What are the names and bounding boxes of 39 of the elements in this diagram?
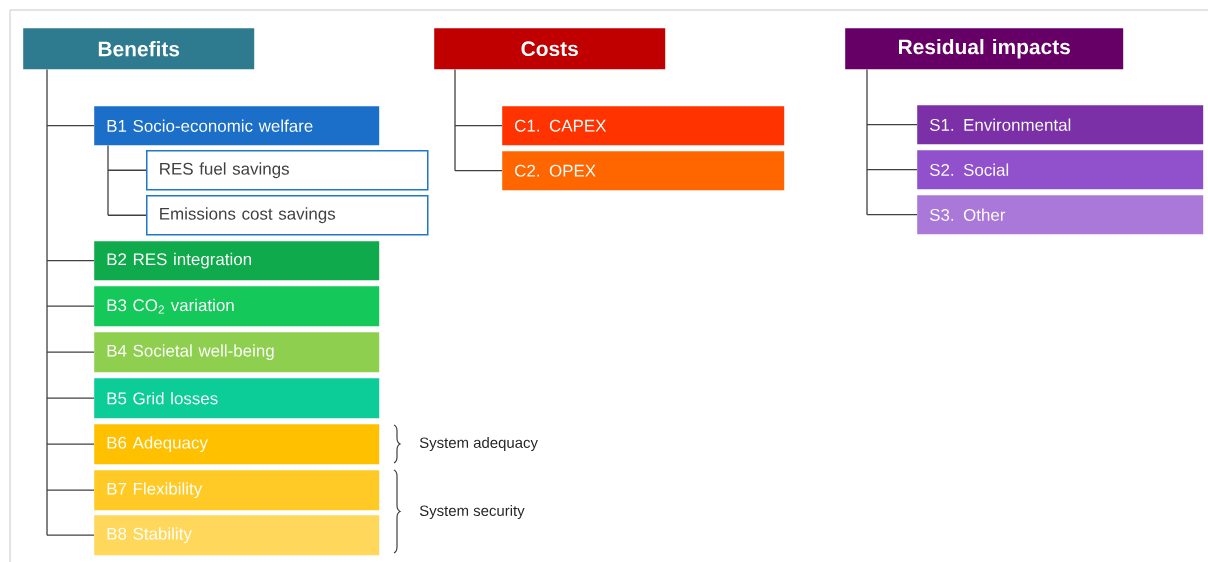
item-box: B8 Stability <box>94 515 380 556</box>
item-box: B6 Adequacy <box>94 424 380 465</box>
item-box: C1. CAPEX <box>502 106 785 146</box>
category-header: Costs <box>434 28 666 70</box>
connector-line <box>46 489 95 491</box>
item-box: B2 RES integration <box>94 241 380 281</box>
item-box: B4 Societal well-being <box>94 332 380 373</box>
brace-label: System adequacy <box>419 437 538 451</box>
sub-item-box: RES fuel savings <box>146 150 429 191</box>
connector-line <box>46 443 95 445</box>
item-box: S1. Environmental <box>917 105 1204 145</box>
connector-line <box>46 351 95 353</box>
item-box: S2. Social <box>917 150 1204 190</box>
category-header: Benefits <box>23 28 255 70</box>
connector-line <box>46 260 95 262</box>
connector-line <box>107 144 109 216</box>
connector-line <box>866 124 918 126</box>
connector-line <box>454 68 456 172</box>
item-box: B3 CO$_{2}$ variation <box>94 286 380 327</box>
connector-line <box>866 169 918 171</box>
connector-line <box>46 125 95 127</box>
connector-line <box>46 397 95 399</box>
connector-line <box>107 169 147 171</box>
item-box: S3. Other <box>917 195 1204 235</box>
connector-line <box>866 68 868 216</box>
connector-line <box>46 68 48 536</box>
connector-line <box>866 214 918 216</box>
sub-item-box: Emissions cost savings <box>146 195 429 236</box>
connector-line <box>454 125 503 127</box>
item-box: B5 Grid losses <box>94 378 380 419</box>
brace-label: System security <box>419 505 525 519</box>
category-header: Residual impacts <box>845 28 1124 70</box>
connector-line <box>454 170 503 172</box>
item-box: C2. OPEX <box>502 151 785 191</box>
item-box: B7 Flexibility <box>94 470 380 511</box>
connector-line <box>107 214 147 216</box>
item-box: B1 Socio-economic welfare <box>94 106 380 146</box>
connector-line <box>46 534 95 536</box>
connector-line <box>46 305 95 307</box>
